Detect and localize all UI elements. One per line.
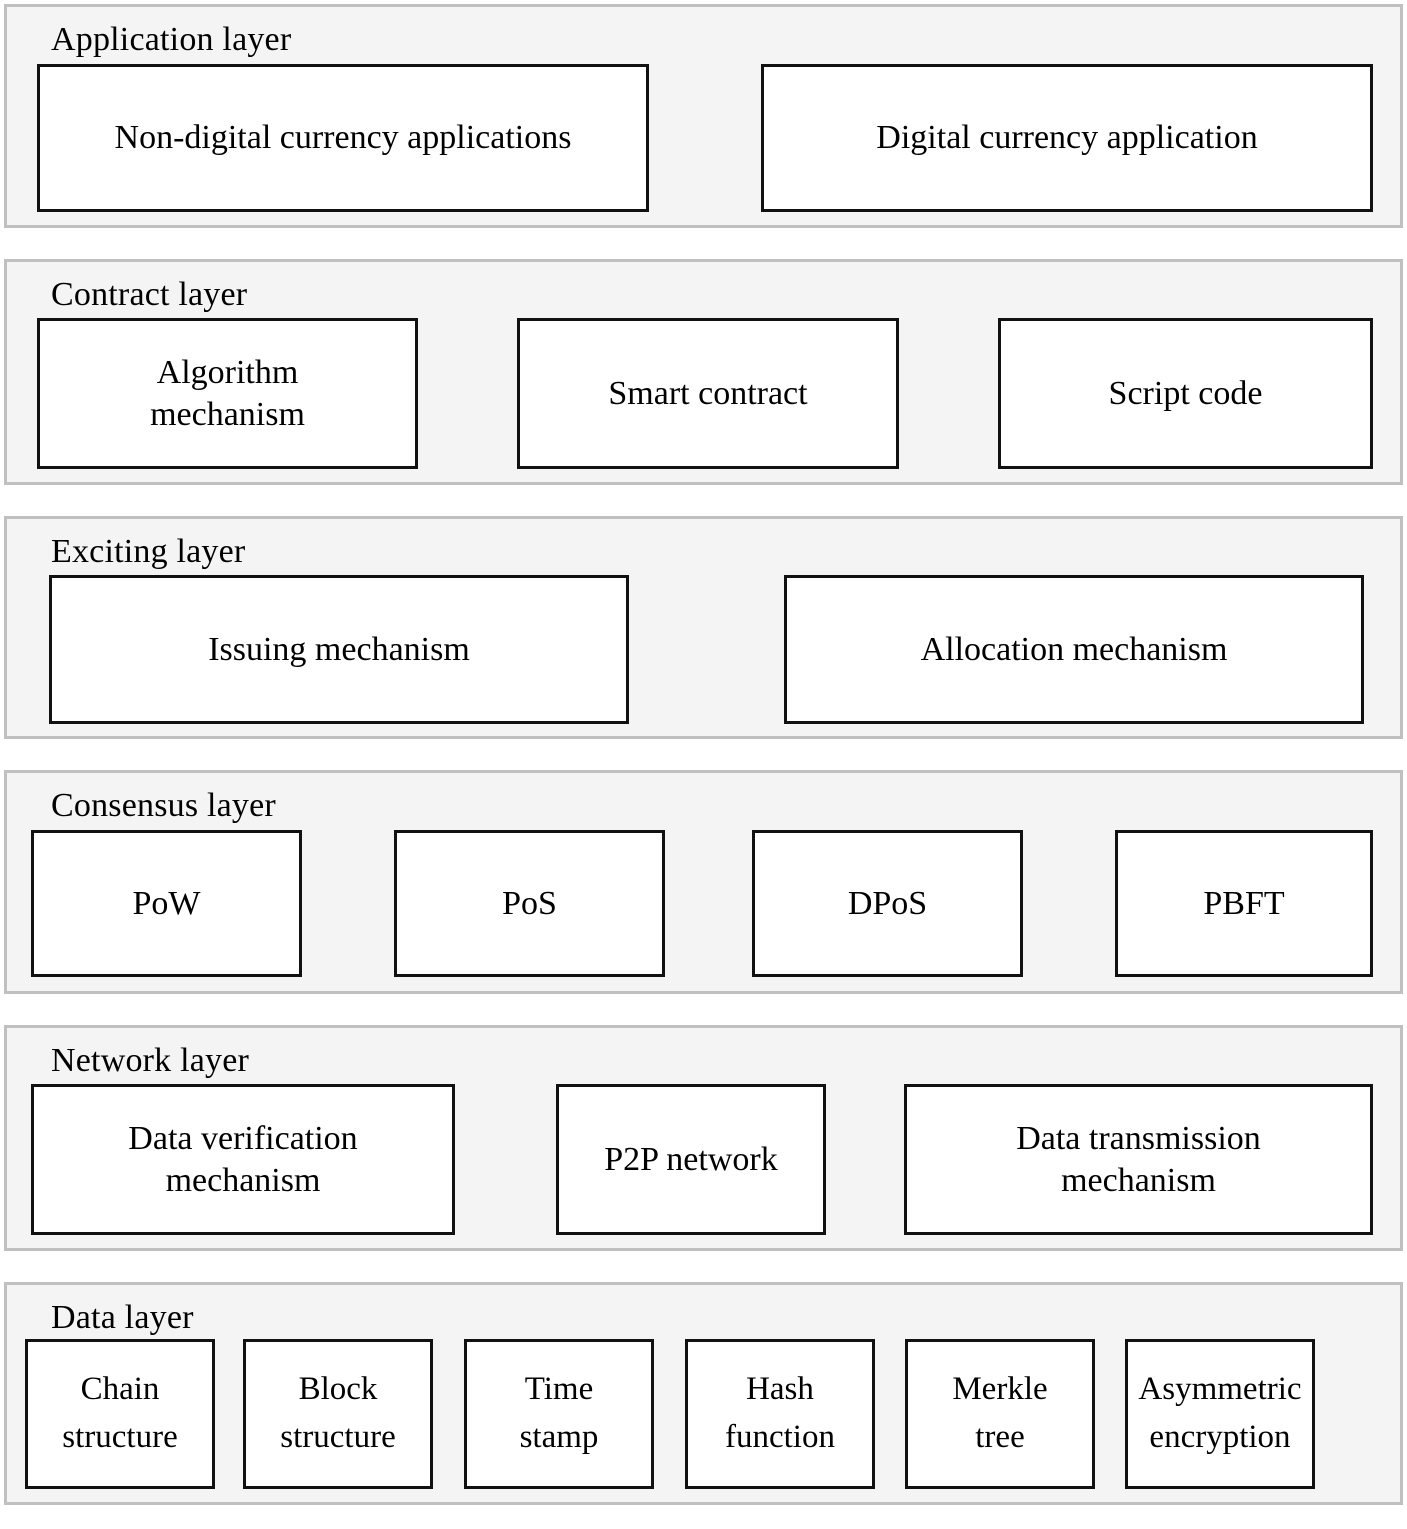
layer-title-exciting: Exciting layer [51, 533, 246, 570]
layer-panel-data: Data layer Chain structure Block structu… [4, 1282, 1403, 1505]
node-smart-contract[interactable]: Smart contract [517, 318, 899, 469]
node-label: Non-digital currency applications [114, 119, 572, 157]
node-label: DPoS [847, 884, 928, 922]
layer-nodes-network: Data verification mechanism P2P network … [7, 1078, 1400, 1248]
node-data-transmission-mechanism[interactable]: Data transmission mechanism [904, 1084, 1373, 1235]
layer-title-network: Network layer [51, 1042, 250, 1079]
node-pbft[interactable]: PBFT [1115, 830, 1373, 977]
node-label: Merkle tree [952, 1371, 1048, 1455]
node-hash-function[interactable]: Hash function [685, 1339, 875, 1489]
layer-panel-exciting: Exciting layer Issuing mechanism Allocat… [4, 516, 1403, 739]
node-allocation-mechanism[interactable]: Allocation mechanism [784, 575, 1364, 724]
node-chain-structure[interactable]: Chain structure [25, 1339, 215, 1489]
node-label: Algorithm mechanism [150, 354, 305, 433]
node-label: PoS [502, 884, 557, 922]
node-merkle-tree[interactable]: Merkle tree [905, 1339, 1095, 1489]
node-p2p-network[interactable]: P2P network [556, 1084, 826, 1235]
node-label: Data verification mechanism [128, 1120, 358, 1199]
layer-title-application: Application layer [51, 21, 292, 58]
layer-panel-network: Network layer Data verification mechanis… [4, 1025, 1403, 1251]
layer-nodes-data: Chain structure Block structure Time sta… [7, 1335, 1400, 1502]
layer-panel-consensus: Consensus layer PoW PoS DPoS PBFT [4, 770, 1403, 994]
node-pow[interactable]: PoW [31, 830, 302, 977]
node-dpos[interactable]: DPoS [752, 830, 1023, 977]
node-issuing-mechanism[interactable]: Issuing mechanism [49, 575, 629, 724]
node-algorithm-mechanism[interactable]: Algorithm mechanism [37, 318, 418, 469]
node-label: Script code [1108, 374, 1263, 412]
node-label: Smart contract [608, 374, 808, 412]
node-label: PBFT [1203, 884, 1285, 922]
layer-title-consensus: Consensus layer [51, 787, 276, 824]
layer-title-contract: Contract layer [51, 276, 248, 313]
node-label: Block structure [280, 1371, 396, 1455]
node-label: Issuing mechanism [208, 630, 470, 668]
node-label: PoW [132, 884, 201, 922]
node-label: Chain structure [62, 1371, 178, 1455]
node-time-stamp[interactable]: Time stamp [464, 1339, 654, 1489]
layer-title-data: Data layer [51, 1299, 194, 1336]
node-label: Hash function [725, 1371, 835, 1455]
node-digital-currency-application[interactable]: Digital currency application [761, 64, 1373, 212]
node-pos[interactable]: PoS [394, 830, 665, 977]
node-label: P2P network [604, 1140, 778, 1178]
node-label: Data transmission mechanism [1016, 1120, 1261, 1199]
node-non-digital-currency-applications[interactable]: Non-digital currency applications [37, 64, 649, 212]
layer-nodes-consensus: PoW PoS DPoS PBFT [7, 823, 1400, 991]
node-label: Time stamp [519, 1371, 599, 1455]
layer-nodes-application: Non-digital currency applications Digita… [7, 57, 1400, 225]
node-label: Asymmetric encryption [1138, 1371, 1302, 1455]
node-asymmetric-encryption[interactable]: Asymmetric encryption [1125, 1339, 1315, 1489]
layer-panel-application: Application layer Non-digital currency a… [4, 4, 1403, 228]
layer-nodes-exciting: Issuing mechanism Allocation mechanism [7, 569, 1400, 736]
layer-nodes-contract: Algorithm mechanism Smart contract Scrip… [7, 312, 1400, 482]
node-block-structure[interactable]: Block structure [243, 1339, 433, 1489]
node-script-code[interactable]: Script code [998, 318, 1373, 469]
node-label: Allocation mechanism [920, 630, 1228, 668]
node-data-verification-mechanism[interactable]: Data verification mechanism [31, 1084, 455, 1235]
node-label: Digital currency application [876, 119, 1258, 157]
layer-panel-contract: Contract layer Algorithm mechanism Smart… [4, 259, 1403, 485]
